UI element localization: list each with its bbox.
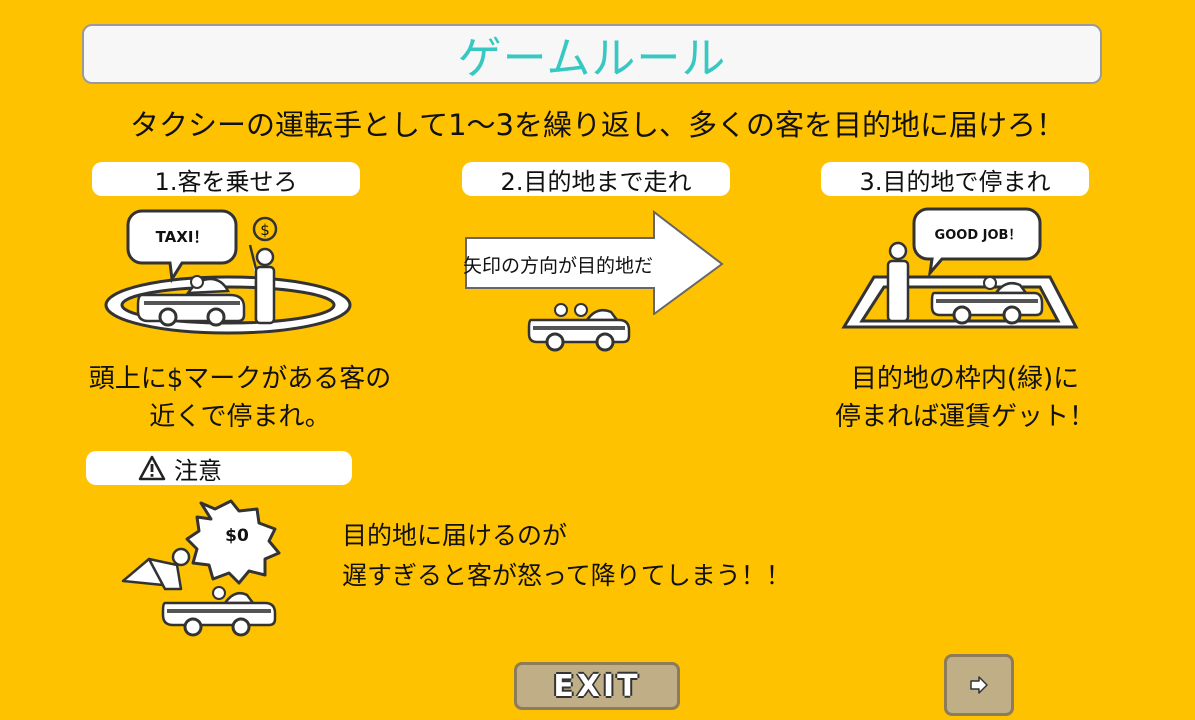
- taxi-car-icon: [527, 303, 631, 352]
- direction-arrow-illustration: 矢印の方向が目的地だ: [463, 210, 724, 315]
- svg-text:$: $: [260, 221, 270, 239]
- passenger-icon: [248, 244, 276, 325]
- zero-dollar-burst-bubble: $0: [185, 499, 281, 585]
- taxi-car-icon: [136, 275, 246, 327]
- warning-triangle-icon: [138, 455, 166, 481]
- next-page-button[interactable]: [944, 654, 1014, 716]
- dollar-coin-icon: $: [252, 216, 278, 242]
- taxi-car-icon: [161, 586, 277, 637]
- step-1-description: 頭上に$マークがある客の 近くで停まれ。: [88, 364, 392, 432]
- good-job-speech-bubble: GOOD JOB！: [912, 207, 1042, 278]
- angry-passenger-icon: [121, 547, 191, 591]
- title-bar: ゲームルール: [82, 24, 1102, 84]
- page-title: ゲームルール: [457, 33, 727, 84]
- step-1-label: 1.客を乗せろ: [92, 162, 360, 196]
- angry-passenger-illustration: $0: [121, 499, 281, 637]
- step-3-label: 3.目的地で停まれ: [821, 162, 1089, 196]
- rules-summary: タクシーの運転手として1～3を繰り返し、多くの客を目的地に届けろ！: [129, 108, 1066, 142]
- taxi-car-icon: [930, 276, 1044, 325]
- zero-dollar-text: $0: [225, 526, 249, 546]
- dropoff-illustration: GOOD JOB！: [841, 207, 1079, 329]
- taxi-bubble-text: TAXI！: [156, 228, 209, 246]
- good-job-bubble-text: GOOD JOB！: [935, 228, 1022, 243]
- pickup-illustration: TAXI！ $: [104, 209, 352, 335]
- step-3-description: 目的地の枠内(緑)に 停まれば運賃ゲット！: [834, 364, 1095, 432]
- arrow-hint-text: 矢印の方向が目的地だ: [463, 255, 653, 277]
- right-arrow-icon: [970, 676, 988, 694]
- step-2-label: 2.目的地まで走れ: [462, 162, 730, 196]
- warning-description: 目的地に届けるのが 遅すぎると客が怒って降りてしまう！！: [342, 521, 791, 590]
- passenger-icon: [886, 241, 910, 323]
- warning-label: 注意: [86, 451, 352, 485]
- taxi-speech-bubble: TAXI！: [126, 209, 238, 284]
- exit-button[interactable]: EXIT: [514, 662, 680, 710]
